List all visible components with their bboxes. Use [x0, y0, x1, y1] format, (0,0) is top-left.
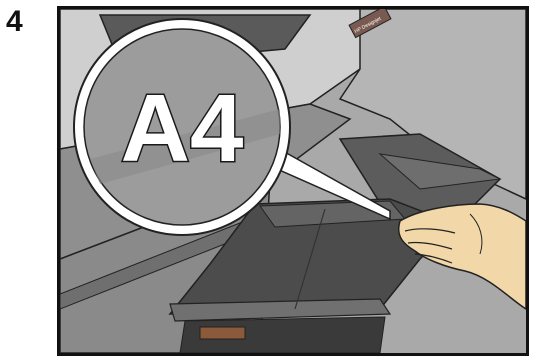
printer-tray-illustration: HP Designjet: [57, 6, 529, 356]
magnifier-callout: A4: [74, 19, 290, 235]
magnifier-label: A4: [121, 75, 244, 182]
step-number: 4: [6, 2, 23, 42]
tray-support-foot: [200, 327, 245, 339]
illustration-canvas: HP Designjet: [60, 9, 526, 353]
